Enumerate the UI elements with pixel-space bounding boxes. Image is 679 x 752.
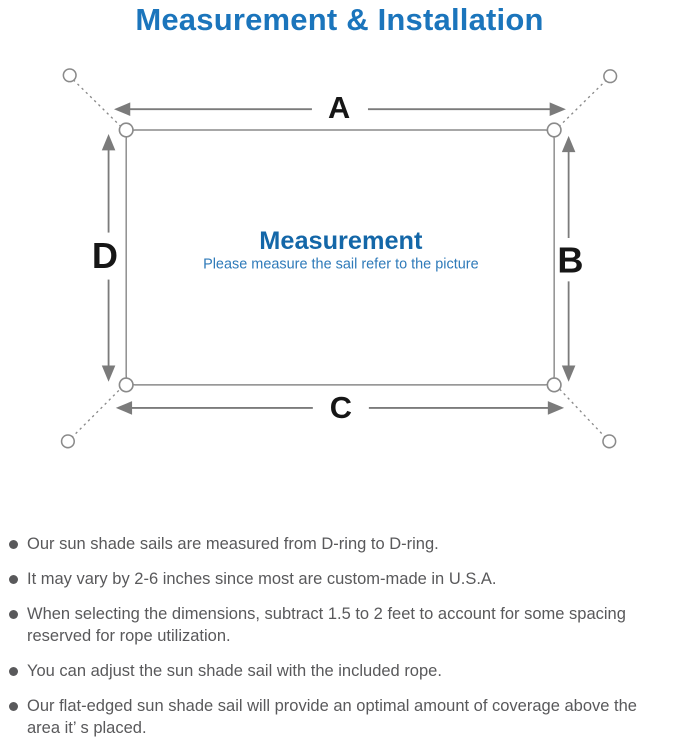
anchor-point-icon	[602, 434, 617, 449]
note-text: Our flat-edged sun shade sail will provi…	[27, 697, 637, 737]
note-item: Our flat-edged sun shade sail will provi…	[9, 695, 664, 739]
rope-dashed-line	[71, 385, 124, 439]
note-item: You can adjust the sun shade sail with t…	[9, 660, 664, 682]
page-title: Measurement & Installation	[135, 2, 544, 37]
note-item: When selecting the dimensions, subtract …	[9, 603, 664, 647]
d-ring-icon	[546, 377, 562, 393]
bullet-icon	[9, 610, 18, 619]
note-item: Our sun shade sails are measured from D-…	[9, 533, 664, 555]
note-text: Our sun shade sails are measured from D-…	[27, 535, 439, 553]
note-text: When selecting the dimensions, subtract …	[27, 605, 626, 645]
diagram-center-title: Measurement	[259, 227, 423, 255]
bullet-icon	[9, 540, 18, 549]
dimension-label-d: D	[92, 235, 118, 276]
diagram-center-subtitle: Please measure the sail refer to the pic…	[203, 257, 479, 273]
note-text: It may vary by 2-6 inches since most are…	[27, 570, 497, 588]
dimension-label-a: A	[328, 90, 350, 125]
dimension-label-c: C	[330, 390, 352, 425]
rope-dashed-line	[72, 79, 124, 130]
anchor-point-icon	[62, 68, 77, 83]
rope-dashed-line	[556, 385, 607, 439]
bullet-icon	[9, 667, 18, 676]
note-text: You can adjust the sun shade sail with t…	[27, 662, 442, 680]
anchor-point-icon	[603, 69, 618, 84]
measurement-diagram: A C D B Measurement Please measure the s…	[60, 68, 618, 449]
bullet-icon	[9, 575, 18, 584]
anchor-point-icon	[60, 434, 75, 449]
shade-sail-outline	[125, 129, 555, 386]
d-ring-icon	[118, 122, 134, 138]
dimension-arrow-d: D	[92, 134, 118, 382]
bullet-icon	[9, 702, 18, 711]
d-ring-icon	[118, 377, 134, 393]
d-ring-icon	[546, 122, 562, 138]
dimension-label-b: B	[557, 239, 583, 280]
dimension-arrow-b: B	[557, 135, 583, 382]
note-item: It may vary by 2-6 inches since most are…	[9, 568, 664, 590]
notes-list: Our sun shade sails are measured from D-…	[9, 533, 664, 752]
dimension-arrow-a: A	[113, 90, 566, 125]
dimension-arrow-c: C	[115, 390, 565, 425]
rope-dashed-line	[556, 79, 608, 130]
